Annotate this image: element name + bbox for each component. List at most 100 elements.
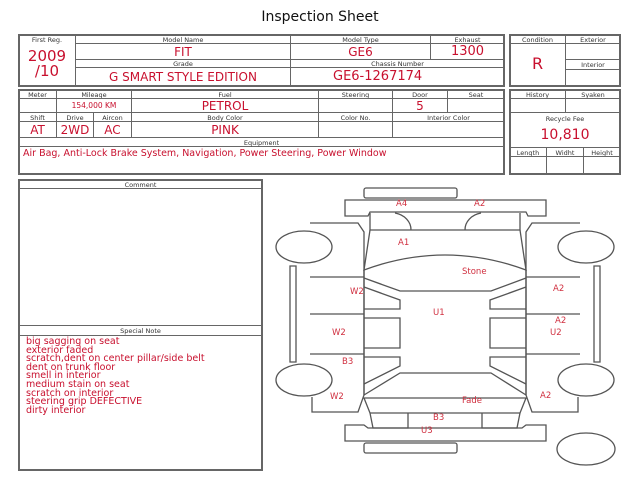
damage-mark: W2 bbox=[330, 392, 344, 402]
special-note: big sagging on seat bbox=[26, 336, 120, 347]
interior-color-label: Interior Color bbox=[427, 114, 470, 122]
special-note: smell in interior bbox=[26, 370, 101, 382]
damage-mark: B3 bbox=[433, 413, 445, 423]
model-type: GE6 bbox=[348, 45, 373, 59]
syaken-label: Syaken bbox=[581, 91, 605, 99]
damage-mark: U1 bbox=[433, 308, 445, 318]
drive-label: Drive bbox=[66, 114, 84, 122]
damage-mark: A2 bbox=[540, 391, 552, 401]
condition-label: Condition bbox=[521, 36, 554, 44]
front-right-wheel bbox=[557, 230, 615, 264]
seat-label: Seat bbox=[468, 91, 484, 99]
interior-label: Interior bbox=[581, 61, 605, 69]
side-panel-lines bbox=[310, 276, 580, 355]
damage-mark: A2 bbox=[555, 316, 567, 326]
special-note: dent on trunk floor bbox=[26, 361, 116, 373]
color-no-label: Color No. bbox=[340, 114, 371, 122]
headlights bbox=[394, 212, 482, 231]
damage-mark: A2 bbox=[474, 199, 486, 209]
damage-mark: A2 bbox=[553, 284, 565, 294]
recycle-fee-label: Recycle Fee bbox=[545, 115, 585, 123]
rear-bumper bbox=[344, 424, 547, 442]
hood bbox=[363, 229, 527, 271]
grade-label: Grade bbox=[173, 60, 193, 68]
body-color-label: Body Color bbox=[207, 114, 243, 122]
special-notes-list: big sagging on seat exterior faded scrat… bbox=[26, 336, 205, 416]
exhaust: 1300 bbox=[450, 44, 485, 59]
shift-label: Shift bbox=[30, 114, 45, 122]
model-type-label: Model Type bbox=[342, 36, 379, 44]
special-note-label-cell: Special Note bbox=[18, 325, 263, 336]
exhaust-label: Exhaust bbox=[454, 36, 481, 44]
rear-window bbox=[363, 372, 527, 396]
front-bumper bbox=[344, 199, 547, 217]
equipment-label-cell: Equipment bbox=[18, 137, 505, 147]
first-reg-cell: First Reg. 2009 /10 bbox=[18, 34, 76, 87]
rear-bumper-outline bbox=[363, 442, 458, 454]
comment-label: Comment bbox=[124, 181, 157, 189]
front-left-wheel bbox=[275, 230, 333, 264]
special-note: dirty interior bbox=[26, 404, 86, 416]
fuel: PETROL bbox=[201, 99, 249, 113]
first-reg-month: /10 bbox=[34, 62, 60, 80]
model-name: FIT bbox=[174, 45, 192, 59]
rear-left-wheel bbox=[275, 363, 333, 397]
equipment-label: Equipment bbox=[243, 139, 280, 147]
exterior-label: Exterior bbox=[580, 36, 606, 44]
grade: G SMART STYLE EDITION bbox=[109, 70, 257, 84]
left-side-panel bbox=[310, 222, 365, 413]
windshield bbox=[363, 277, 527, 292]
length-label: Length bbox=[516, 149, 540, 157]
damage-mark: B3 bbox=[342, 357, 354, 367]
left-windows bbox=[363, 286, 401, 385]
right-side-panel bbox=[525, 222, 580, 413]
meter-label: Meter bbox=[28, 91, 47, 99]
special-note-label: Special Note bbox=[120, 327, 161, 335]
drive: 2WD bbox=[60, 123, 90, 137]
special-note: medium stain on seat bbox=[26, 378, 130, 390]
height-cell bbox=[583, 156, 621, 175]
door-label: Door bbox=[412, 91, 428, 99]
front-bumper-outline bbox=[363, 187, 458, 199]
history-label: History bbox=[525, 91, 550, 99]
spare-tire bbox=[556, 432, 616, 466]
hood-front bbox=[369, 213, 521, 231]
door: 5 bbox=[416, 99, 424, 113]
shift: AT bbox=[30, 123, 45, 137]
damage-mark: A1 bbox=[398, 238, 410, 248]
damage-mark: U3 bbox=[421, 426, 433, 436]
page-title: Inspection Sheet bbox=[261, 9, 379, 25]
damage-mark: U2 bbox=[550, 328, 562, 338]
damage-mark: W2 bbox=[332, 328, 346, 338]
special-note: exterior faded bbox=[26, 344, 94, 356]
model-name-label: Model Name bbox=[162, 36, 204, 44]
body-color: PINK bbox=[211, 123, 239, 137]
recycle-fee: 10,810 bbox=[540, 127, 590, 143]
aircon: AC bbox=[104, 123, 121, 137]
height-label: Height bbox=[591, 149, 613, 157]
chassis-label: Chassis Number bbox=[371, 60, 424, 68]
aircon-label: Aircon bbox=[102, 114, 123, 122]
condition-grade: R bbox=[531, 54, 544, 73]
chassis-cell: GE6-1267174 bbox=[290, 67, 505, 87]
interior-cell bbox=[565, 69, 621, 87]
mileage-label: Mileage bbox=[81, 91, 107, 99]
width-label: Widht bbox=[555, 149, 575, 157]
special-note: scratch on interior bbox=[26, 387, 114, 399]
equipment: Air Bag, Anti-Lock Brake System, Navigat… bbox=[23, 148, 387, 159]
rear-right-wheel bbox=[557, 363, 615, 397]
body-sides bbox=[363, 270, 527, 395]
damage-mark: W2 bbox=[350, 287, 364, 297]
first-reg-year: 2009 bbox=[27, 47, 67, 65]
comment-label-cell: Comment bbox=[18, 179, 263, 189]
fuel-label: Fuel bbox=[218, 91, 232, 99]
right-windows bbox=[489, 286, 527, 385]
first-reg-label: First Reg. bbox=[31, 36, 63, 44]
special-note: scratch,dent on center pillar/side belt bbox=[26, 353, 205, 365]
damage-mark: Stone bbox=[462, 267, 487, 277]
steering-label: Steering bbox=[341, 91, 370, 99]
special-note: steering grip DEFECTIVE bbox=[26, 396, 143, 408]
damage-mark: Fade bbox=[462, 396, 482, 406]
